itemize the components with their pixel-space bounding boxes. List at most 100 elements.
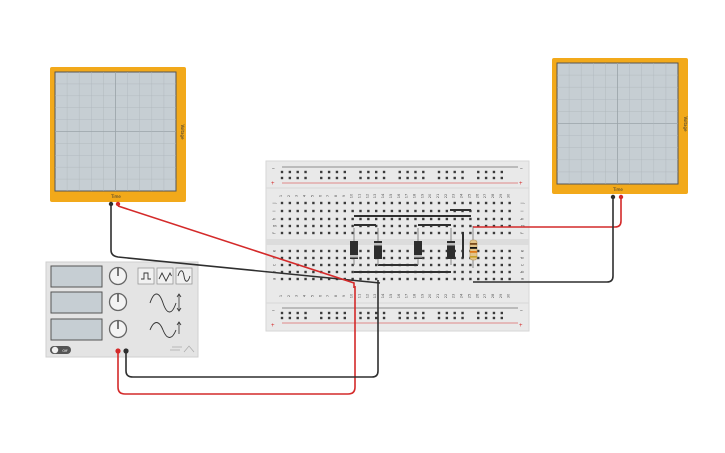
wire-scope-right-positive[interactable] (473, 199, 622, 228)
wire-scope-right-negative[interactable] (473, 199, 614, 283)
rail-hole (335, 316, 339, 320)
breadboard-hole (492, 249, 496, 253)
rail-hole (296, 316, 299, 320)
rail-hole (343, 311, 346, 315)
rail-hole (375, 311, 378, 315)
breadboard-hole (382, 224, 386, 228)
breadboard-hole (280, 256, 284, 260)
diode-2[interactable] (374, 228, 382, 265)
sine-wave-button[interactable] (175, 267, 193, 285)
breadboard-hole (312, 201, 315, 205)
frequency-knob[interactable] (108, 266, 128, 286)
column-number-top: 26 (475, 193, 479, 198)
column-number-bottom: 11 (358, 294, 362, 299)
breadboard-hole (398, 201, 401, 205)
scope-right-terminal-negative[interactable] (610, 194, 616, 200)
rail-hole (477, 176, 480, 180)
wire-scope-left-negative[interactable] (110, 206, 381, 284)
rail-hole (422, 170, 425, 174)
breadboard-hole (406, 277, 409, 281)
breadboard-hole (484, 249, 488, 253)
rail-hole (492, 176, 496, 180)
row-letter: e (272, 249, 277, 252)
breadboard-hole (335, 263, 339, 267)
scope-right-voltage-label: Voltage (683, 116, 688, 132)
rail-hole (406, 170, 409, 174)
rail-hole (280, 170, 284, 174)
breadboard-hole (335, 270, 339, 274)
breadboard-hole (445, 249, 449, 253)
breadboard-hole (343, 217, 346, 221)
breadboard-hole (288, 270, 292, 274)
column-number-bottom: 25 (467, 294, 471, 299)
breadboard-hole (445, 263, 449, 267)
breadboard-hole (335, 217, 339, 221)
breadboard-hole (382, 277, 386, 281)
rail-hole (414, 316, 417, 320)
wire-generator-positive[interactable] (117, 286, 356, 395)
row-letter: i (272, 210, 277, 211)
bottom-rail-plus-label-right: + (519, 323, 523, 329)
diode-1[interactable] (350, 228, 358, 265)
row-letter: c (520, 264, 525, 266)
resistor[interactable] (469, 226, 478, 268)
breadboard-hole (414, 209, 417, 213)
breadboard-hole (312, 277, 315, 281)
breadboard-hole (288, 201, 292, 205)
breadboard-hole (492, 277, 496, 281)
breadboard-hole (406, 209, 409, 213)
rail-hole (367, 316, 370, 320)
breadboard-hole (406, 224, 409, 228)
generator-terminal-negative[interactable] (123, 348, 129, 354)
bottom-rail-minus-label-left: − (272, 308, 275, 314)
breadboard-hole (414, 277, 417, 281)
diode-4[interactable] (447, 228, 455, 265)
breadboard-hole (445, 277, 449, 281)
rail-hole (382, 170, 386, 174)
rail-hole (453, 311, 456, 315)
row-letter: h (272, 217, 277, 220)
breadboard-hole (375, 217, 378, 221)
breadboard[interactable]: − − + + − − + + 112233445566778899101011… (265, 160, 530, 332)
power-switch[interactable]: Off (50, 346, 71, 354)
rail-hole (445, 176, 449, 180)
diode-3[interactable] (414, 228, 422, 265)
offset-knob[interactable] (108, 319, 128, 339)
breadboard-hole (437, 256, 441, 260)
row-letter: f (520, 232, 525, 234)
wire-scope-left-positive[interactable] (117, 205, 355, 288)
breadboard-hole (320, 217, 323, 221)
rail-hole (327, 176, 331, 180)
square-wave-button[interactable] (137, 267, 155, 285)
wire-generator-negative[interactable] (125, 280, 379, 378)
scope-left-terminal-negative[interactable] (108, 201, 114, 207)
generator-terminal-positive[interactable] (115, 348, 121, 354)
scope-left-time-label: Time (110, 194, 121, 199)
triangle-wave-button[interactable] (156, 267, 174, 285)
oscilloscope-left[interactable]: Voltage Time (50, 67, 186, 207)
breadboard-hole (453, 201, 456, 205)
amplitude-knob[interactable] (108, 292, 128, 312)
breadboard-hole (320, 201, 323, 205)
breadboard-hole (375, 209, 378, 213)
scope-left-terminal-positive[interactable] (115, 201, 121, 207)
column-number-top: 16 (397, 193, 401, 198)
breadboard-hole (335, 249, 339, 253)
column-number-bottom: 9 (342, 294, 346, 297)
scope-right-terminal-positive[interactable] (618, 194, 624, 200)
rail-hole (406, 316, 409, 320)
rail-hole (461, 311, 464, 315)
breadboard-hole (453, 217, 456, 221)
rail-hole (304, 170, 307, 174)
function-generator[interactable]: Off (45, 261, 199, 358)
bottom-rail-minus-label-right: − (520, 308, 523, 314)
breadboard-hole (304, 270, 307, 274)
breadboard-hole (343, 209, 346, 213)
breadboard-hole (296, 249, 299, 253)
breadboard-hole (500, 209, 503, 213)
breadboard-hole (335, 201, 339, 205)
breadboard-hole (453, 224, 456, 228)
breadboard-hole (390, 277, 394, 281)
oscilloscope-right[interactable]: Voltage Time (552, 58, 688, 200)
